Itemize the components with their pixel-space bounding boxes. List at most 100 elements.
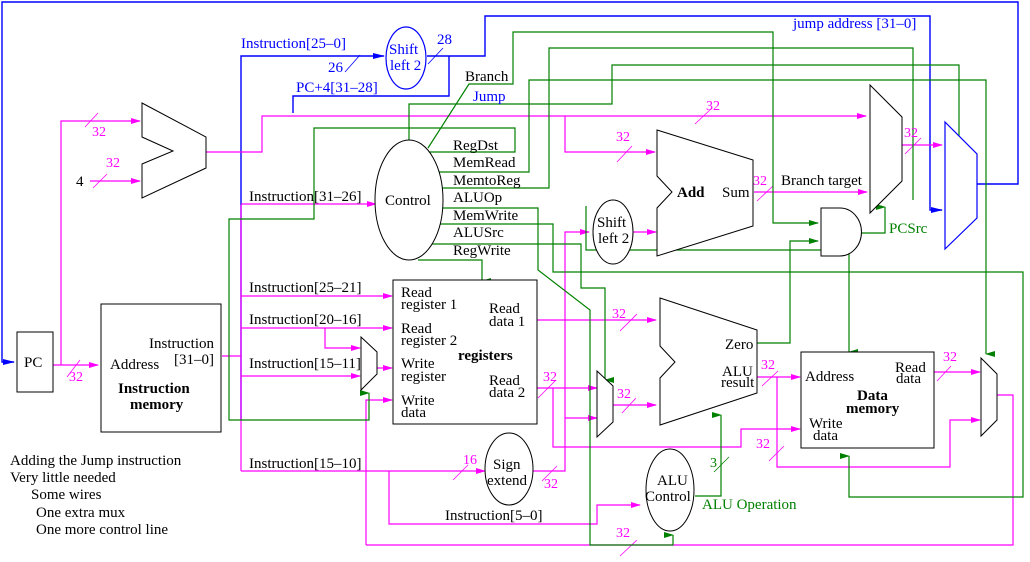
signal-aluop: ALUOp (453, 190, 502, 206)
register-file (392, 279, 538, 425)
signal-regwrite: RegWrite (453, 243, 511, 259)
shift-left-2-branch (592, 199, 634, 265)
reg-read-reg1: Read (401, 285, 432, 301)
width-32: 32 (69, 370, 83, 385)
dmem-write-data: data (813, 428, 838, 444)
note-line: Very little needed (10, 470, 116, 486)
width-32: 32 (616, 130, 630, 145)
const-4: 4 (76, 174, 84, 190)
width-32: 32 (756, 437, 770, 452)
alu-result-2: result (721, 375, 755, 391)
dmem-address: Address (805, 369, 854, 385)
signal-regdst: RegDst (453, 138, 499, 154)
dmem-title-2: memory (846, 401, 900, 417)
label-jump: Jump (473, 89, 506, 105)
label-jump-address: jump address [31–0] (792, 16, 916, 32)
pc-register (16, 331, 54, 393)
dmem-write: Write (809, 416, 843, 432)
control-wires (228, 31, 1024, 546)
reg-title: registers (458, 348, 513, 364)
width-32: 32 (617, 387, 631, 402)
label-pc4-31-28: PC+4[31–28] (296, 80, 378, 96)
dmem-read-data: data (896, 371, 921, 387)
memtoreg-mux (980, 356, 998, 438)
imem-address: Address (110, 357, 159, 373)
reg-read-data1: Read (489, 301, 520, 317)
label-instr-25-21: Instruction[25–21] (249, 280, 361, 296)
reg-write-regb: register (401, 369, 446, 385)
label-branch: Branch (465, 69, 509, 85)
data-wires (53, 107, 1014, 557)
reg-read-data2: Read (489, 373, 520, 389)
label-branch-target: Branch target (781, 173, 863, 189)
branch-mux (869, 83, 903, 215)
branch-adder (656, 129, 754, 257)
imem-title-1: Instruction (118, 381, 190, 397)
branch-and-gate (820, 207, 862, 257)
jump-address-wire (427, 15, 943, 213)
reg-read-reg2b: register 2 (401, 333, 457, 349)
width-32: 32 (92, 125, 106, 140)
width-32: 32 (106, 156, 120, 171)
control-unit (374, 139, 444, 261)
width-26: 26 (328, 60, 344, 76)
shift-top-l2: left 2 (390, 58, 421, 74)
shift-left-2-jump (385, 26, 427, 90)
note-line: Some wires (31, 487, 102, 503)
alu-control (645, 448, 695, 532)
add-label: Add (677, 185, 705, 201)
signal-alusrc: ALUSrc (453, 225, 504, 241)
label-instr-15-10: Instruction[15–10] (249, 456, 361, 472)
sign-extend-l1: Sign (493, 457, 521, 473)
label-instr-31-26: Instruction[31–26] (249, 189, 361, 205)
width-32: 32 (612, 307, 626, 322)
reg-read-reg1b: register 1 (401, 297, 457, 313)
reg-write-reg: Write (401, 356, 435, 372)
control-label: Control (385, 193, 431, 209)
shift-mid-l2: left 2 (598, 231, 629, 247)
imem-instruction: Instruction (149, 336, 214, 352)
label-instr-15-11: Instruction[15–11] (249, 356, 361, 372)
dmem-read: Read (895, 360, 926, 376)
shift-mid-l1: Shift (597, 215, 627, 231)
reg-read-data1b: data 1 (489, 314, 525, 330)
width-32: 32 (544, 477, 558, 492)
note-title: Adding the Jump instruction (10, 453, 182, 469)
reg-read-data2b: data 2 (489, 385, 525, 401)
width-28: 28 (437, 32, 452, 48)
width-32: 32 (943, 350, 957, 365)
data-memory (800, 351, 935, 449)
width-32: 32 (706, 99, 720, 114)
imem-title-2: memory (130, 397, 184, 413)
jump-mux-to-pc-wire (1, 1, 1019, 365)
label-instr-20-16: Instruction[20–16] (249, 312, 361, 328)
jump-mux (944, 120, 978, 251)
label-pcsrc: PCSrc (889, 221, 928, 237)
pc-adder (141, 102, 207, 199)
alu-control-l2: Control (645, 489, 691, 505)
width-32: 32 (616, 526, 630, 541)
pc4-31-28-wire (292, 56, 450, 113)
width-32: 32 (543, 370, 557, 385)
note-line: One extra mux (36, 505, 126, 521)
alu-zero: Zero (725, 337, 753, 353)
width-32: 32 (753, 174, 767, 189)
sign-extend-l2: extend (487, 473, 527, 489)
reg-write-data: Write (401, 393, 435, 409)
label-instr-25-0: Instruction[25–0] (241, 36, 346, 52)
label-instr-5-0: Instruction[5–0] (445, 508, 542, 524)
width-16: 16 (463, 453, 477, 468)
alu-control-l1: ALU (657, 473, 688, 489)
label-alu-operation: ALU Operation (702, 497, 797, 513)
imem-bits: [31–0] (174, 352, 214, 368)
sign-extend (484, 432, 534, 506)
signal-memread: MemRead (453, 155, 516, 171)
sum-label: Sum (722, 185, 750, 201)
note-line: One more control line (36, 522, 168, 538)
alusrc-mux (596, 369, 614, 439)
instruction-memory (100, 303, 222, 433)
width-32: 32 (761, 358, 775, 373)
width-3: 3 (710, 456, 717, 471)
reg-write-datab: data (401, 405, 426, 421)
